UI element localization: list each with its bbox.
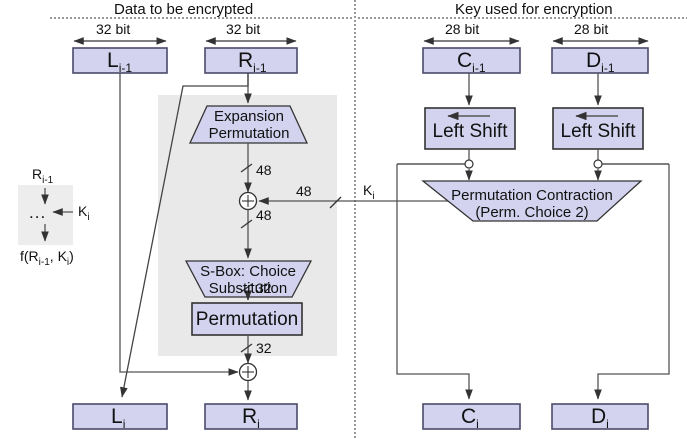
box-d-prev bbox=[551, 47, 649, 74]
box-left-shift-c bbox=[424, 107, 516, 150]
box-l-out bbox=[72, 403, 168, 430]
tick-48-subkey bbox=[329, 196, 342, 209]
wire-l-prev-to-xor bbox=[119, 73, 239, 376]
box-left-shift-d bbox=[552, 107, 644, 150]
box-r-out bbox=[204, 403, 298, 430]
tick-48-xor-out bbox=[240, 219, 253, 229]
tick-32-perm-out bbox=[240, 343, 253, 353]
box-c-out bbox=[422, 403, 521, 430]
box-d-out bbox=[551, 403, 649, 430]
wire-c-branch-to-c-out bbox=[396, 164, 473, 400]
box-c-prev bbox=[422, 47, 521, 74]
shape-expansion-permutation bbox=[188, 105, 309, 144]
tick-48-expansion bbox=[240, 163, 253, 173]
wire-r-prev-to-l-out bbox=[120, 73, 249, 398]
junction-node-d bbox=[593, 159, 603, 169]
wire-d-branch-to-d-out bbox=[594, 164, 670, 400]
shape-sbox-choice-substitution bbox=[184, 260, 313, 298]
shape-permutation-contraction bbox=[421, 180, 643, 222]
tick-32-sbox-out bbox=[240, 283, 253, 293]
box-permutation bbox=[191, 302, 303, 336]
box-l-prev bbox=[72, 47, 168, 74]
junction-node-c bbox=[464, 159, 474, 169]
box-r-prev bbox=[204, 47, 298, 74]
